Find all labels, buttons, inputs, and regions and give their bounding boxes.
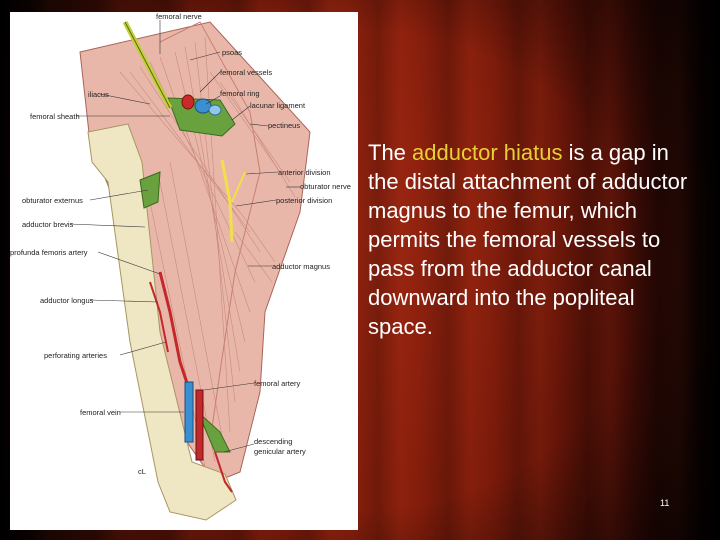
label-femoral-artery: femoral artery bbox=[254, 379, 301, 388]
thigh-illustration: femoral nerve psoas femoral vessels femo… bbox=[10, 12, 351, 521]
anatomy-figure: femoral nerve psoas femoral vessels femo… bbox=[10, 12, 358, 530]
label-psoas: psoas bbox=[222, 48, 242, 57]
label-anterior-division: anterior division bbox=[278, 168, 331, 177]
label-femoral-vessels: femoral vessels bbox=[220, 68, 272, 77]
label-femoral-ring: femoral ring bbox=[220, 89, 260, 98]
label-profunda-femoris-artery: profunda femoris artery bbox=[10, 248, 88, 257]
slide-body-text: The adductor hiatus is a gap in the dist… bbox=[368, 138, 698, 341]
label-adductor-brevis: adductor brevis bbox=[22, 220, 74, 229]
label-descending: descending bbox=[254, 437, 292, 446]
label-adductor-magnus: adductor magnus bbox=[272, 262, 330, 271]
label-femoral-sheath: femoral sheath bbox=[30, 112, 80, 121]
label-perforating-arteries: perforating arteries bbox=[44, 351, 107, 360]
text-after: is a gap in the distal attachment of add… bbox=[368, 140, 688, 339]
page-number: 11 bbox=[660, 498, 670, 508]
label-lacunar-ligament: lacunar ligament bbox=[250, 101, 306, 110]
label-genicular-artery: genicular artery bbox=[254, 447, 306, 456]
label-femoral-vein: femoral vein bbox=[80, 408, 121, 417]
label-pectineus: pectineus bbox=[268, 121, 300, 130]
artist-signature: cL bbox=[138, 467, 146, 476]
label-obturator-externus: obturator externus bbox=[22, 196, 83, 205]
label-iliacus: iliacus bbox=[88, 90, 109, 99]
label-femoral-nerve: femoral nerve bbox=[156, 12, 202, 21]
highlight-term: adductor hiatus bbox=[412, 140, 563, 165]
label-adductor-longus: adductor longus bbox=[40, 296, 94, 305]
label-obturator-nerve: obturator nerve bbox=[300, 182, 351, 191]
label-posterior-division: posterior division bbox=[276, 196, 332, 205]
text-before: The bbox=[368, 140, 413, 165]
